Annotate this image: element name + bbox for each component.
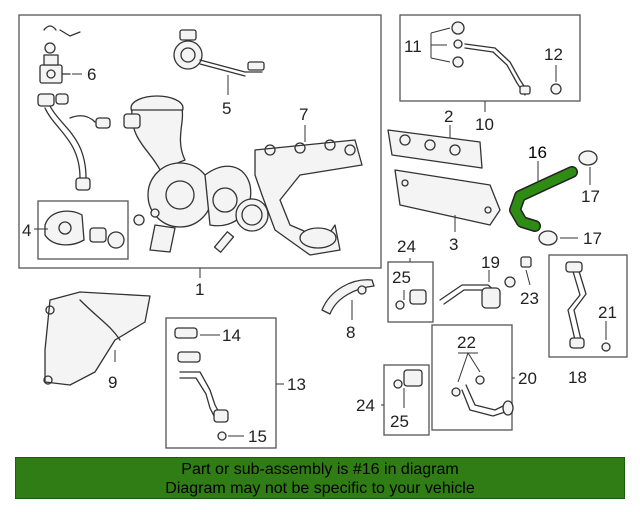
- turbo-small-parts: [133, 198, 269, 253]
- callout-2: 2: [444, 107, 453, 126]
- callout-25-lower: 25: [390, 412, 409, 431]
- part-23-clip: [520, 256, 532, 268]
- turbocharger-assembly: [123, 95, 252, 253]
- part-8-bracket: [321, 279, 375, 315]
- part-25-fitting-lower: [393, 369, 423, 389]
- part-18-coolant-pipe: [565, 261, 611, 352]
- part-17-hose-clamps: [538, 150, 598, 246]
- info-banner: Part or sub-assembly is #16 in diagram D…: [15, 457, 625, 499]
- part-19-coolant-pipe: [439, 276, 516, 309]
- callout-7: 7: [299, 105, 308, 124]
- callout-6: 6: [87, 65, 96, 84]
- part-9-heat-shield: [43, 291, 151, 386]
- part-11-oil-line: [451, 21, 562, 96]
- callout-24-lower: 24: [356, 396, 375, 415]
- callout-3: 3: [449, 235, 458, 254]
- callout-8: 8: [346, 323, 355, 342]
- callout-19: 19: [481, 253, 500, 272]
- part-25-fitting-upper: [395, 289, 427, 310]
- callout-25-upper: 25: [392, 268, 411, 287]
- part-7-exhaust-manifold: [254, 139, 363, 256]
- callout-10: 10: [475, 115, 494, 134]
- callout-24-upper: 24: [397, 237, 416, 256]
- part-20-coolant-pipe: [451, 375, 514, 417]
- part-18-group-box: [548, 254, 628, 358]
- callout-1: 1: [195, 280, 204, 299]
- callout-13: 13: [287, 375, 306, 394]
- callout-4: 4: [22, 221, 31, 240]
- callout-16: 16: [528, 143, 547, 162]
- part-3-gasket: [394, 169, 501, 226]
- part-10-group-box: [399, 14, 581, 102]
- callout-17-lower: 17: [583, 229, 602, 248]
- banner-line-1: Part or sub-assembly is #16 in diagram: [181, 461, 459, 478]
- part-13-group-box: [165, 317, 277, 449]
- callout-14: 14: [222, 326, 241, 345]
- part-4-thermostat: [44, 210, 125, 249]
- callout-17-upper: 17: [581, 187, 600, 206]
- callout-12: 12: [544, 45, 563, 64]
- vacuum-hose: [44, 105, 111, 191]
- banner-line-2: Diagram may not be specific to your vehi…: [165, 480, 475, 497]
- part-5-wastegate-actuator: [173, 29, 265, 77]
- callout-18: 18: [568, 368, 587, 387]
- part-6-valve: [39, 54, 71, 84]
- callout-22: 22: [457, 333, 476, 352]
- part-20-group-box: [431, 324, 513, 431]
- callout-21: 21: [598, 303, 617, 322]
- part-16-hose-highlighted: [509, 166, 578, 232]
- part-2-gasket: [387, 129, 483, 169]
- callout-20: 20: [518, 369, 537, 388]
- leader-lines: [34, 27, 607, 437]
- callout-11: 11: [404, 37, 422, 56]
- part-13-oil-return-pipe: [174, 327, 229, 441]
- callout-5: 5: [222, 99, 231, 118]
- hose-clips-top: [37, 25, 81, 107]
- callout-15: 15: [248, 427, 267, 446]
- callout-9: 9: [108, 373, 117, 392]
- callout-23: 23: [520, 289, 539, 308]
